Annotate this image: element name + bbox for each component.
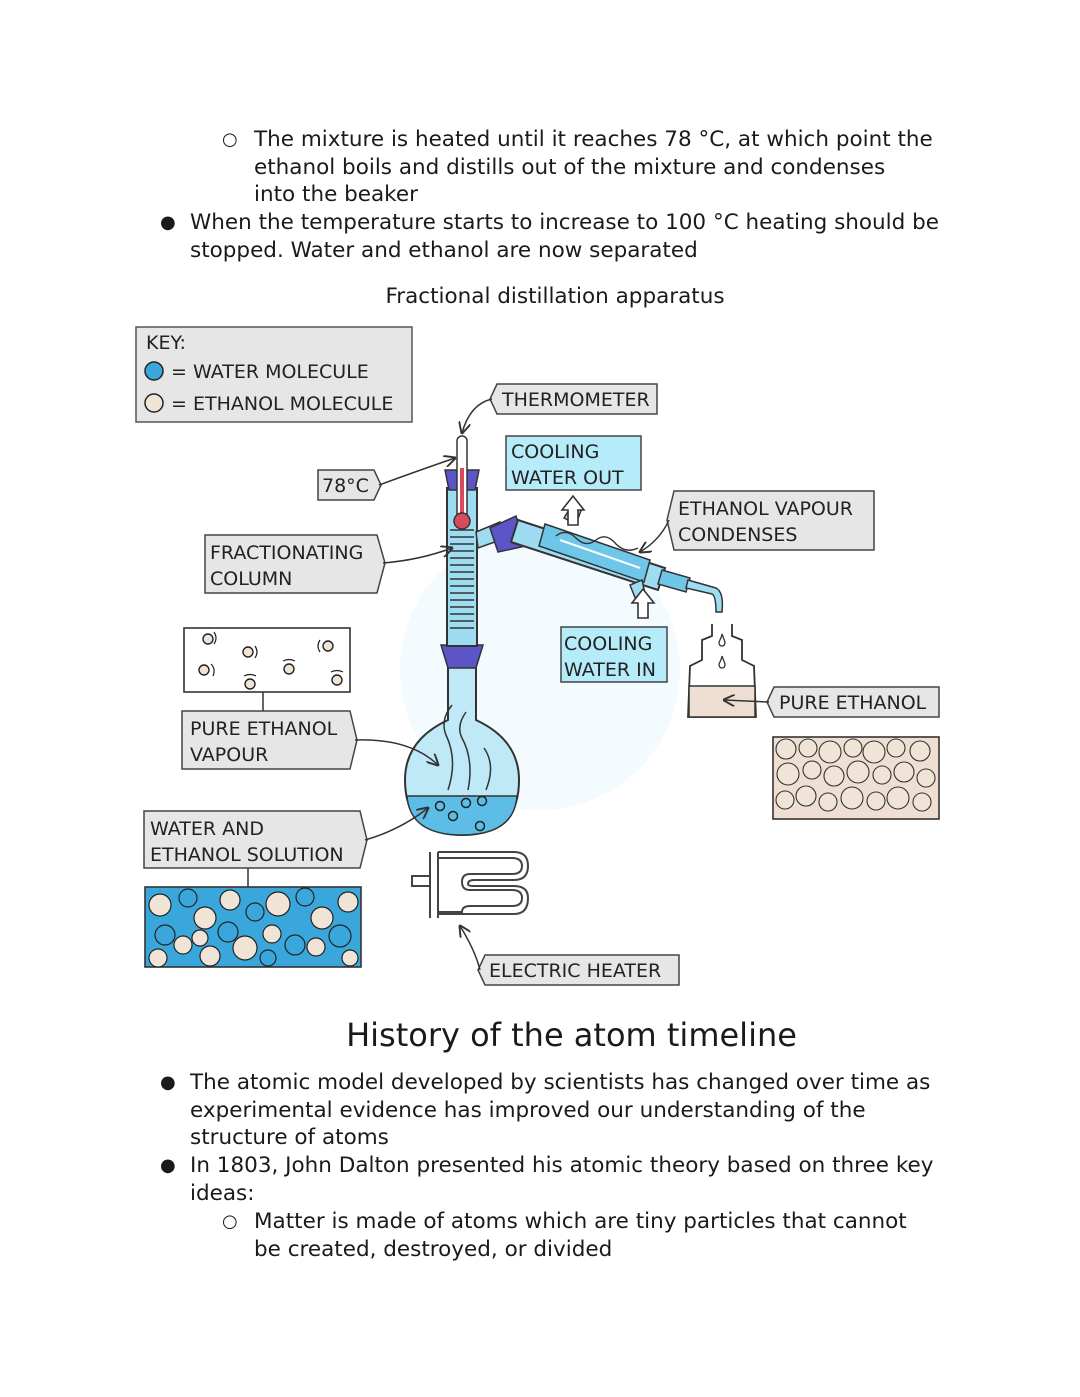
drop-icon [718,633,726,647]
sub-bullet-matter: ○ Matter is made of atoms which are tiny… [222,1208,907,1263]
svg-text:COOLING: COOLING [564,633,652,655]
label-fractionating-column: FRACTIONATING COLUMN [204,534,386,594]
cooling-arrows [560,494,656,619]
text-line: structure of atoms [190,1125,389,1150]
sub-bullet-heating: ○ The mixture is heated until it reaches… [222,126,933,209]
hollow-bullet-icon: ○ [222,129,238,150]
svg-text:WATER AND: WATER AND [150,818,264,840]
label-cooling-water-out: COOLING WATER OUT [505,435,642,491]
label-thermometer: THERMOMETER [489,383,658,415]
svg-text:THERMOMETER: THERMOMETER [501,389,650,411]
label-water-ethanol-solution: WATER AND ETHANOL SOLUTION [143,810,368,869]
svg-text:COLUMN: COLUMN [210,568,292,590]
svg-text:ETHANOL VAPOUR: ETHANOL VAPOUR [678,498,853,520]
water-molecule-icon [144,361,164,381]
hollow-bullet-icon: ○ [222,1211,238,1232]
figure-caption: Fractional distillation apparatus [385,284,725,309]
vapour-sample-box [183,627,351,712]
label-vapour-condenses: ETHANOL VAPOUR CONDENSES [666,490,875,551]
section-heading: History of the atom timeline [346,1016,797,1054]
bullet-temperature: ● When the temperature starts to increas… [160,209,940,264]
collection-beaker [687,624,757,718]
drop-icon [718,655,726,669]
flask-stopper [439,644,485,669]
bullet-icon: ● [160,1155,176,1176]
label-cooling-water-in: COOLING WATER IN [560,626,668,683]
text-line: When the temperature starts to increase … [190,210,940,235]
text-line: ethanol boils and distills out of the mi… [254,154,886,180]
text-line: stopped. Water and ethanol are now separ… [190,237,698,263]
text-line: ideas: [190,1180,255,1206]
svg-text:WATER OUT: WATER OUT [511,467,624,489]
ethanol-sample-box [772,736,940,820]
text-line: into the beaker [254,182,418,207]
svg-text:ELECTRIC HEATER: ELECTRIC HEATER [489,960,661,982]
text-line: The atomic model developed by scientists… [190,1070,931,1095]
distillation-diagram: KEY: = WATER MOLECULE = ETHANOL MOLECULE [135,326,940,986]
label-pure-ethanol-vapour: PURE ETHANOL VAPOUR [181,710,358,770]
svg-text:VAPOUR: VAPOUR [190,744,268,766]
svg-text:FRACTIONATING: FRACTIONATING [210,542,363,564]
electric-heater [411,851,530,918]
ethanol-molecule-icon [144,393,164,413]
key-ethanol: = ETHANOL MOLECULE [171,393,393,415]
arrow-up-icon [560,494,586,526]
bullet-icon: ● [160,212,176,233]
leader-lines [354,398,770,971]
bullet-dalton: ● In 1803, John Dalton presented his ato… [160,1152,934,1207]
svg-text:78°C: 78°C [322,475,369,497]
bullet-icon: ● [160,1072,176,1093]
svg-text:ETHANOL SOLUTION: ETHANOL SOLUTION [150,844,344,866]
svg-text:PURE ETHANOL: PURE ETHANOL [779,692,927,714]
round-bottom-flask [403,644,521,837]
svg-text:WATER IN: WATER IN [564,659,656,681]
label-electric-heater: ELECTRIC HEATER [477,954,680,986]
svg-text:COOLING: COOLING [511,441,599,463]
text-line: be created, destroyed, or divided [254,1236,613,1262]
solution-sample-box [144,866,362,968]
arrow-up-icon [630,587,656,619]
text-line: experimental evidence has improved our u… [190,1097,866,1123]
key-water: = WATER MOLECULE [171,361,369,383]
svg-text:CONDENSES: CONDENSES [678,524,797,546]
thermometer [453,435,471,530]
key-title: KEY: [146,332,186,354]
key-box: KEY: = WATER MOLECULE = ETHANOL MOLECULE [135,326,413,423]
text-line: Matter is made of atoms which are tiny p… [254,1209,907,1234]
text-line: In 1803, John Dalton presented his atomi… [190,1153,934,1178]
svg-text:PURE ETHANOL: PURE ETHANOL [190,718,338,740]
text-line: The mixture is heated until it reaches 7… [254,127,933,152]
bullet-atomic-model: ● The atomic model developed by scientis… [160,1069,931,1152]
label-pure-ethanol: PURE ETHANOL [766,686,940,718]
label-temperature: 78°C [317,469,382,501]
